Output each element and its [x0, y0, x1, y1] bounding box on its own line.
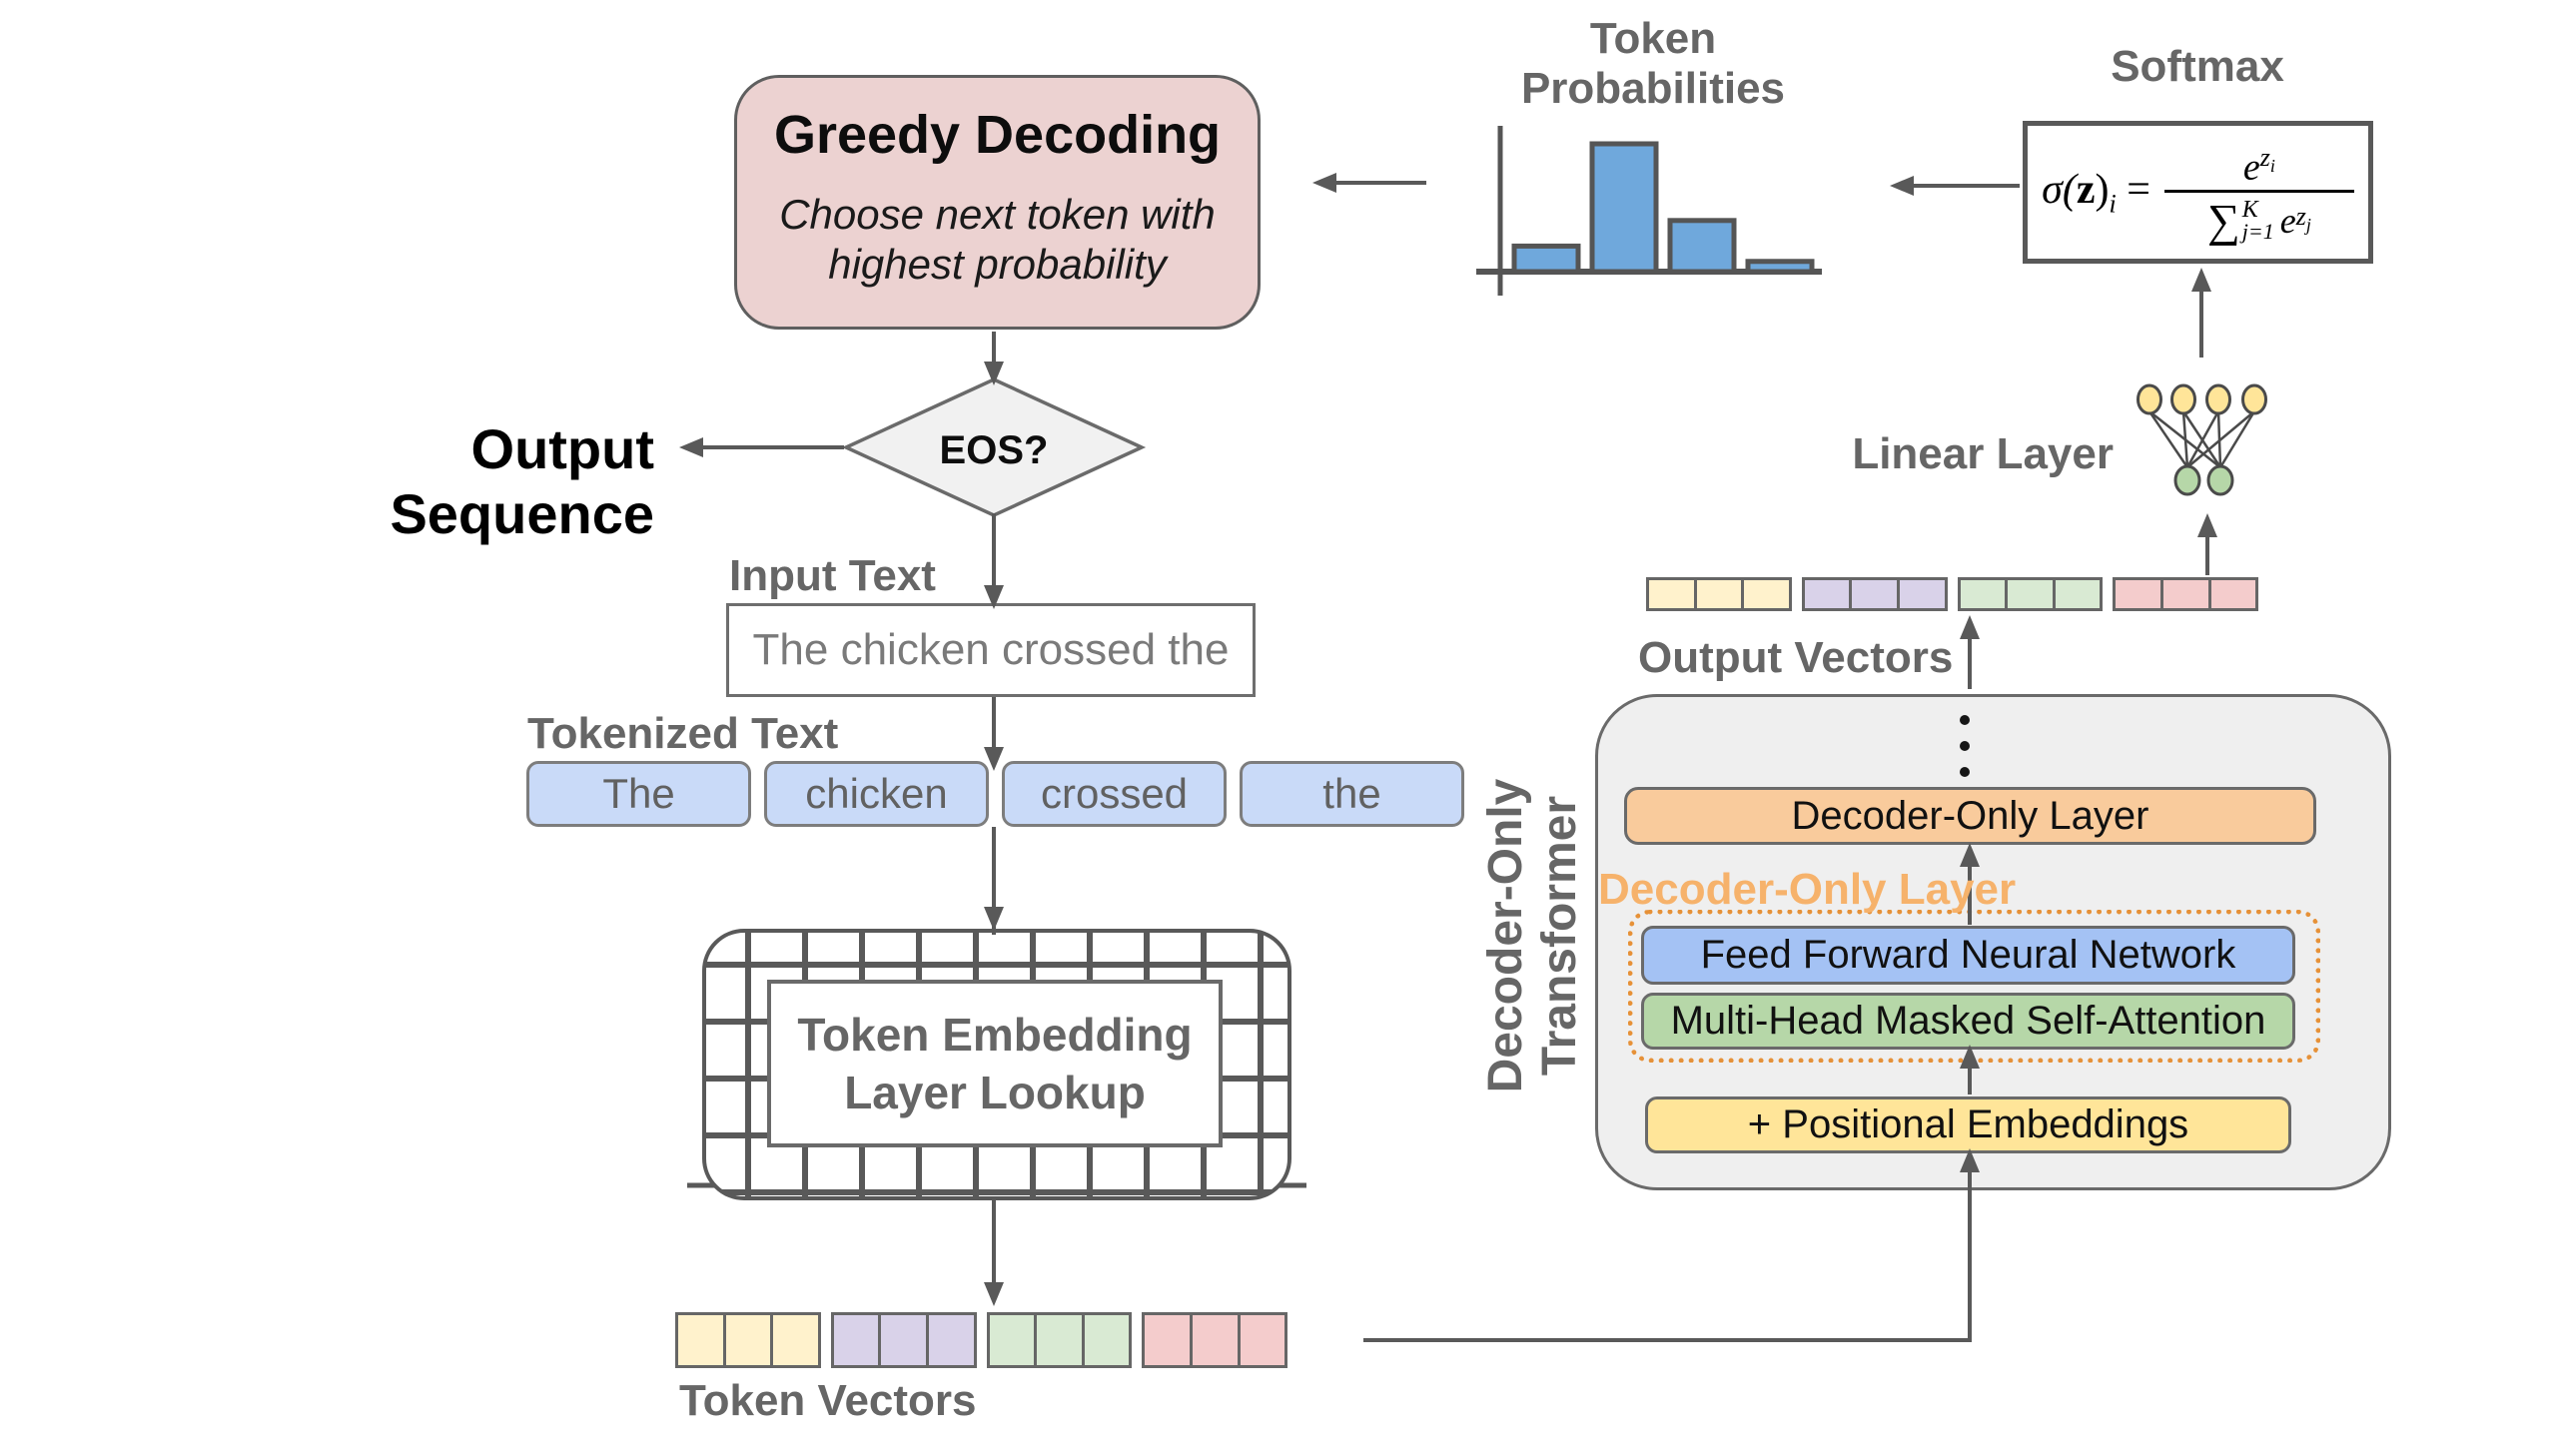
token-probabilities-chart: [1476, 126, 1822, 296]
probability-bar: [1589, 141, 1659, 275]
vector-cell: [2113, 577, 2163, 611]
vector-group: [675, 1312, 821, 1368]
token-box: The: [526, 761, 751, 827]
nn-input-node: [2170, 383, 2196, 415]
vector-cell: [1957, 577, 2009, 611]
vector-group: [1801, 577, 1948, 611]
linear-layer-label: Linear Layer: [1852, 429, 2114, 478]
probability-bars: [1511, 141, 1815, 275]
vector-cell: [1849, 577, 1900, 611]
vector-cell: [986, 1312, 1038, 1368]
probability-bar: [1511, 243, 1581, 275]
token-vectors-label: Token Vectors: [679, 1376, 977, 1425]
decoder-only-layer-text: Decoder-Only Layer: [1791, 793, 2149, 838]
output-vectors-row: [1646, 577, 2259, 611]
token-box: crossed: [1002, 761, 1227, 827]
vector-cell: [675, 1312, 726, 1368]
input-text-value: The chicken crossed the: [752, 625, 1230, 674]
output-sequence-label: Output Sequence: [390, 417, 654, 545]
masked-self-attention-box: Multi-Head Masked Self-Attention: [1641, 993, 2295, 1050]
probability-bar: [1667, 218, 1737, 275]
eos-decision-label: EOS?: [939, 428, 1049, 472]
feed-forward-text: Feed Forward Neural Network: [1700, 933, 2236, 977]
vector-group: [830, 1312, 977, 1368]
connector-vectors-to-transformer: [1363, 1148, 1980, 1342]
feed-forward-box: Feed Forward Neural Network: [1641, 926, 2295, 985]
nn-input-node: [2241, 383, 2267, 415]
embedding-label-box: Token Embedding Layer Lookup: [767, 980, 1223, 1147]
vector-cell: [1189, 1312, 1241, 1368]
ellipsis-dot: [1960, 741, 1970, 751]
vector-cell: [2207, 577, 2259, 611]
vector-cell: [770, 1312, 821, 1368]
nn-output-node: [2173, 464, 2201, 496]
positional-embeddings-text: + Positional Embeddings: [1747, 1102, 2189, 1146]
vector-group: [986, 1312, 1133, 1368]
vector-cell: [878, 1312, 929, 1368]
softmax-formula-lhs: σ(z)i =: [2042, 166, 2150, 219]
tokenized-text-label: Tokenized Text: [527, 709, 839, 758]
token-box: chicken: [764, 761, 989, 827]
token-box: the: [1240, 761, 1464, 827]
vector-group: [1646, 577, 1792, 611]
vector-cell: [1896, 577, 1948, 611]
vector-cell: [830, 1312, 882, 1368]
vector-group: [1957, 577, 2104, 611]
vector-cell: [2159, 577, 2211, 611]
nn-input-node: [2205, 383, 2231, 415]
decoder-only-layer-callout: Decoder-Only Layer: [1598, 865, 2017, 914]
vector-cell: [1646, 577, 1697, 611]
token-vectors-row: [675, 1312, 1288, 1368]
vector-cell: [2052, 577, 2104, 611]
input-text-label: Input Text: [729, 551, 936, 600]
vector-cell: [925, 1312, 977, 1368]
output-vectors-label: Output Vectors: [1638, 633, 1954, 682]
linear-layer-icon: [2136, 383, 2267, 496]
softmax-label: Softmax: [2111, 42, 2284, 91]
ellipsis-dot: [1960, 715, 1970, 725]
ellipsis-dot: [1960, 767, 1970, 777]
decoder-only-layer-box: Decoder-Only Layer: [1624, 787, 2316, 845]
greedy-decoding-title: Greedy Decoding: [773, 105, 1222, 165]
positional-embeddings-box: + Positional Embeddings: [1645, 1096, 2291, 1153]
vector-group: [2113, 577, 2259, 611]
vector-cell: [722, 1312, 774, 1368]
vector-cell: [1237, 1312, 1288, 1368]
nn-input-node: [2136, 383, 2162, 415]
embedding-label-line1: Token Embedding: [797, 1009, 1193, 1061]
masked-self-attention-text: Multi-Head Masked Self-Attention: [1670, 999, 2266, 1043]
vector-cell: [1081, 1312, 1133, 1368]
token-probabilities-label: Token Probabilities: [1520, 14, 1786, 113]
vector-cell: [2005, 577, 2056, 611]
vector-cell: [1693, 577, 1745, 611]
decoder-only-transformer-label: Decoder-Only Transformer: [1479, 778, 1586, 1093]
fraction-bar: [2163, 189, 2354, 193]
input-text-box: The chicken crossed the: [726, 603, 1256, 697]
greedy-decoding-box: Greedy Decoding Choose next token with h…: [734, 75, 1261, 330]
greedy-decoding-subtitle: Choose next token with highest probabili…: [779, 191, 1216, 288]
embedding-label-line2: Layer Lookup: [844, 1067, 1146, 1118]
probability-bar: [1745, 259, 1815, 275]
vector-cell: [1034, 1312, 1085, 1368]
vector-cell: [1142, 1312, 1193, 1368]
vector-cell: [1741, 577, 1792, 611]
nn-output-node: [2206, 464, 2234, 496]
vector-cell: [1801, 577, 1853, 611]
vector-group: [1142, 1312, 1288, 1368]
